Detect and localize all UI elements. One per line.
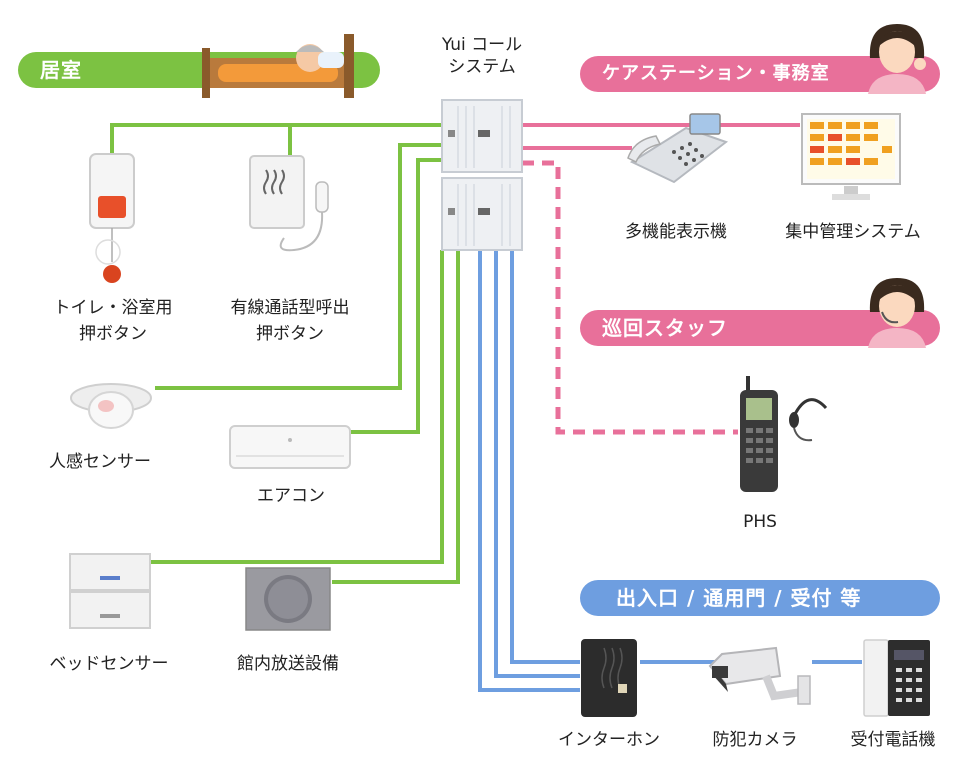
security-camera-device [708,646,811,705]
air-conditioner-label: エアコン [257,486,325,506]
section-entrance: 出入口 / 通用門 / 受付 等 [580,580,940,616]
wire-air-conditioner [350,158,442,434]
phs-label: PHS [743,512,777,532]
central-management-label: 集中管理システム [785,222,921,242]
toilet-button-label-line1: トイレ・浴室用 [53,298,173,318]
nurse-care-icon [868,24,926,94]
display-phone-label: 多機能表示機 [625,222,727,242]
pa-system-device [245,567,331,631]
blue-wires [478,250,862,692]
phs-device [740,376,828,492]
wire-pa-system [332,250,460,584]
toilet-push-button-device [89,153,135,283]
wired-call-label-line1: 有線通話型呼出 [230,298,350,318]
yui-system-unit [441,99,523,251]
air-conditioner-device [229,425,351,469]
toilet-button-label-line2: 押ボタン [79,324,147,344]
pa-system-label: 館内放送設備 [237,654,339,674]
reception-phone-label: 受付電話機 [850,730,936,750]
pink-dashed-wire [522,160,738,435]
security-camera-label: 防犯カメラ [712,730,798,750]
motion-sensor-device [70,383,152,429]
central-management-monitor [801,113,901,200]
green-wires [110,123,460,584]
system-title-line1: Yui コール [441,35,523,55]
motion-sensor-label: 人感センサー [49,452,151,472]
wire-motion-sensor [155,143,442,390]
wire-camera [494,250,580,678]
section-care-station: ケアステーション・事務室 [580,56,940,92]
wire-bed-sensor [150,250,444,564]
intercom-label: インターホン [558,730,660,750]
bed-illustration [202,34,354,98]
wired-call-label-line2: 押ボタン [256,324,324,344]
wire-toilet-button [110,123,442,155]
wire-reception [478,250,580,692]
nurse-patrol-icon [868,278,926,348]
wire-intercom [510,250,580,664]
bed-sensor-device [69,553,151,629]
pink-wires [522,123,800,150]
intercom-device [581,639,637,717]
display-phone-device [627,113,729,184]
bed-sensor-label: ベッドセンサー [49,654,169,674]
wire-phs [522,160,738,435]
wired-call-button-device [249,155,329,252]
reception-phone-device [863,639,930,717]
system-title-line2: システム [448,57,516,77]
